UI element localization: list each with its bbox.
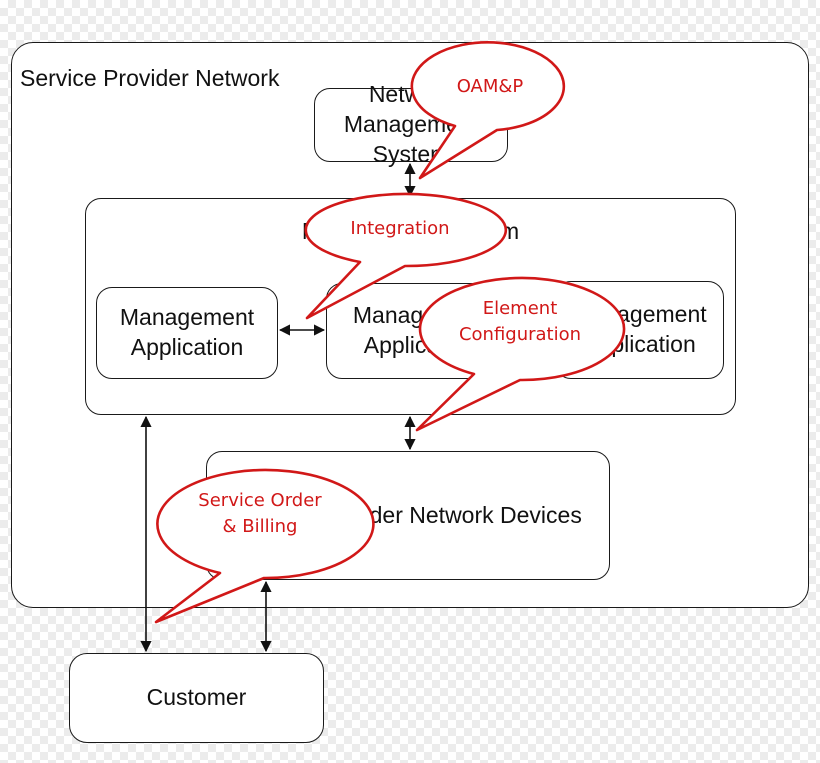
- management-application-1: Management Application: [96, 287, 278, 379]
- callout-integration-text: Integration: [350, 218, 450, 239]
- service-provider-network-title: Service Provider Network: [20, 65, 280, 91]
- customer-label: Customer: [146, 684, 247, 711]
- customer-box: Customer: [69, 653, 324, 743]
- callout-service-order-billing-text: Service Order & Billing: [198, 490, 322, 538]
- callout-element-configuration-text: Element Configuration: [458, 298, 582, 346]
- callout-service-order-billing-bubble: [154, 468, 375, 624]
- callout-oamp-text: OAM&P: [456, 76, 524, 97]
- callout-integration-bubble: [304, 192, 508, 320]
- management-application-1-label: Management Application: [119, 304, 255, 360]
- callout-element-configuration-bubble: [415, 276, 626, 432]
- callout-oamp-bubble: [410, 41, 566, 180]
